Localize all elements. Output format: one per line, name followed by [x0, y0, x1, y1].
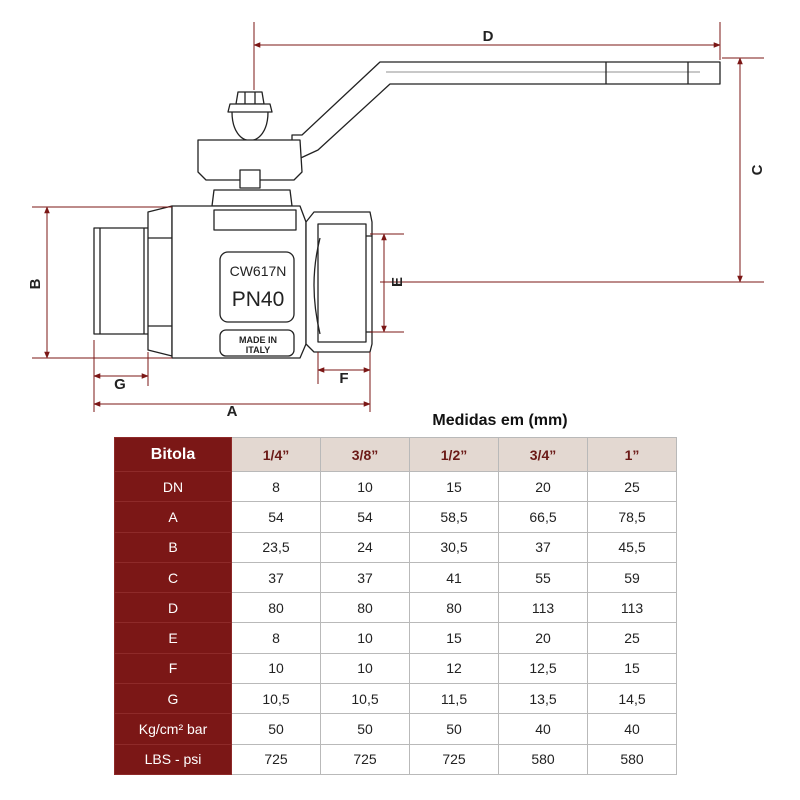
female-end [305, 211, 373, 353]
table-cell: 10,5 [231, 683, 321, 715]
table-cell: 40 [587, 713, 677, 745]
dim-label-b: B [27, 278, 44, 289]
table-cell: 10 [320, 622, 410, 654]
stamp-origin-line1: MADE IN [239, 335, 277, 345]
table-cell: 78,5 [587, 501, 677, 533]
table-cell: 66,5 [498, 501, 588, 533]
table-header-row: Bitola 1/4” 3/8” 1/2” 3/4” 1” [114, 437, 677, 472]
size-header: 3/8” [320, 437, 410, 472]
dim-label-g: G [114, 376, 126, 393]
table-cell: 25 [587, 622, 677, 654]
table-cell: 8 [231, 470, 321, 503]
table-cell: 15 [587, 652, 677, 685]
size-header: 1” [587, 437, 677, 472]
dim-label-d: D [483, 28, 494, 45]
table-cell: 10 [320, 652, 410, 685]
table-cell: 12,5 [498, 652, 588, 685]
table-cell: 14,5 [587, 683, 677, 715]
table-cell: 40 [498, 713, 588, 745]
size-header: 1/4” [231, 437, 321, 472]
row-label: E [114, 622, 232, 654]
row-label: Kg/cm² bar [114, 713, 232, 745]
table-cell: 55 [498, 561, 588, 594]
table-cell: 23,5 [231, 531, 321, 563]
table-cell: 80 [231, 592, 321, 624]
table-cell: 15 [409, 622, 499, 654]
row-label: F [114, 652, 232, 685]
row-label: C [114, 561, 232, 594]
table-cell: 30,5 [409, 531, 499, 563]
row-label: DN [114, 470, 232, 503]
table-cell: 13,5 [498, 683, 588, 715]
dim-label-a: A [227, 403, 238, 420]
stem-nut [235, 91, 265, 105]
row-label: D [114, 592, 232, 624]
row-label: G [114, 683, 232, 715]
table-cell: 725 [409, 743, 499, 775]
row-label: A [114, 501, 232, 533]
dim-label-e: E [389, 277, 406, 287]
table-cell: 37 [231, 561, 321, 594]
lever-handle [291, 61, 721, 163]
table-cell: 54 [231, 501, 321, 533]
dim-label-f: F [339, 370, 348, 387]
table-cell: 11,5 [409, 683, 499, 715]
stamp-origin-line2: ITALY [246, 345, 271, 355]
table-cell: 25 [587, 470, 677, 503]
ball-valve-drawing [93, 61, 721, 359]
table-cell: 725 [320, 743, 410, 775]
table-cell: 10 [320, 470, 410, 503]
table-cell: 54 [320, 501, 410, 533]
table-cell: 50 [231, 713, 321, 745]
table-cell: 59 [587, 561, 677, 594]
table-cell: 580 [498, 743, 588, 775]
stamp-material: CW617N [230, 263, 287, 279]
lever-mount [197, 139, 303, 181]
table-cell: 10,5 [320, 683, 410, 715]
size-header: 1/2” [409, 437, 499, 472]
table-title: Medidas em (mm) [432, 412, 568, 429]
table-cell: 580 [587, 743, 677, 775]
table-cell: 113 [587, 592, 677, 624]
left-hex [147, 205, 173, 357]
table-cell: 8 [231, 622, 321, 654]
table-cell: 45,5 [587, 531, 677, 563]
table-cell: 50 [320, 713, 410, 745]
row-label: B [114, 531, 232, 563]
row-label: LBS - psi [114, 743, 232, 775]
table-cell: 24 [320, 531, 410, 563]
header-label: Bitola [114, 437, 232, 472]
table-cell: 37 [498, 531, 588, 563]
valve-diagram: CW617N PN40 MADE IN ITALY D C B E G F A [27, 22, 766, 420]
table-cell: 10 [231, 652, 321, 685]
table-cell: 41 [409, 561, 499, 594]
male-thread [93, 227, 151, 335]
table-cell: 15 [409, 470, 499, 503]
table-cell: 80 [320, 592, 410, 624]
table-cell: 113 [498, 592, 588, 624]
table-cell: 20 [498, 622, 588, 654]
size-header: 3/4” [498, 437, 588, 472]
stamp-pressure: PN40 [232, 288, 285, 311]
table-cell: 80 [409, 592, 499, 624]
table-cell: 20 [498, 470, 588, 503]
table-cell: 725 [231, 743, 321, 775]
table-cell: 58,5 [409, 501, 499, 533]
dim-label-c: C [749, 164, 766, 175]
table-cell: 12 [409, 652, 499, 685]
table-cell: 37 [320, 561, 410, 594]
table-cell: 50 [409, 713, 499, 745]
